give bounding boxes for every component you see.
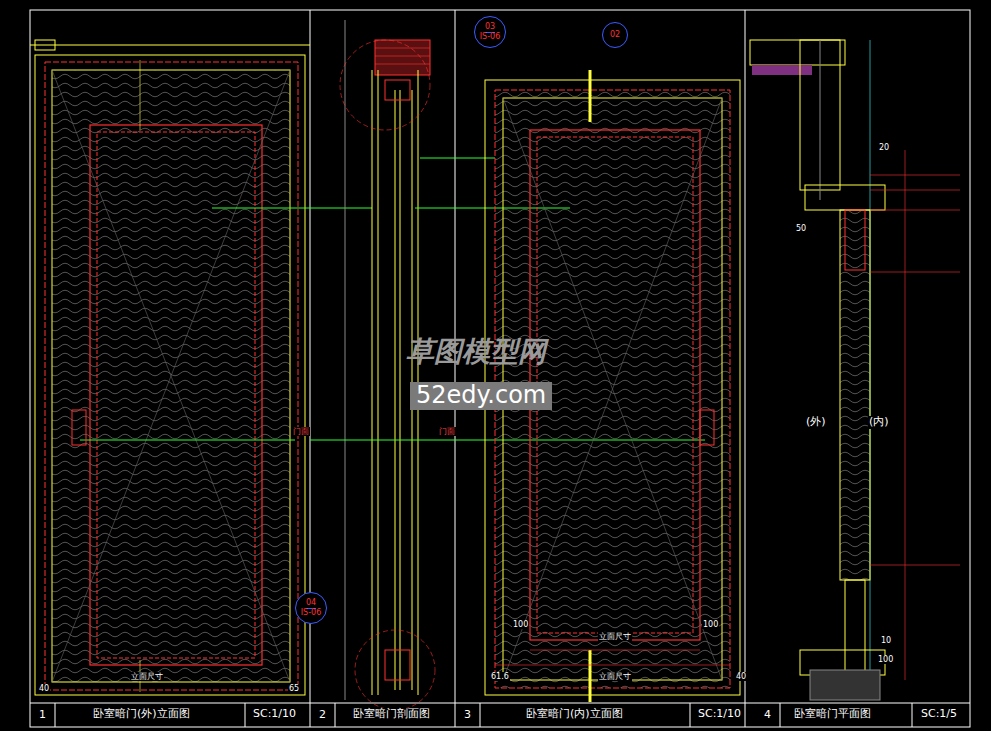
annotation: 10 <box>880 636 892 645</box>
annotation: 50 <box>795 224 807 233</box>
title-text: 卧室暗门平面图 <box>793 708 872 721</box>
annotation: 门面 <box>292 427 310 436</box>
callout-number: 04 <box>306 599 316 609</box>
annotation: 40 <box>38 684 50 693</box>
callout-number: IS-06 <box>301 609 322 618</box>
callout-number: 02 <box>610 31 620 40</box>
annotation: 立面尺寸 <box>598 632 632 641</box>
title-text: SC:1/10 <box>697 708 742 721</box>
annotation: 65 <box>288 684 300 693</box>
annotation: 100 <box>877 655 894 664</box>
title-text: SC:1/10 <box>252 708 297 721</box>
annotation: 100 <box>702 620 719 629</box>
title-text: 4 <box>763 709 772 722</box>
annotation: 61.6 <box>490 672 510 681</box>
annotation: 40 <box>735 672 747 681</box>
annotation: 20 <box>878 143 890 152</box>
title-text: 3 <box>463 709 472 722</box>
callout-circle: 02 <box>602 22 628 48</box>
title-text: 2 <box>318 709 327 722</box>
annotation: 立面尺寸 <box>598 672 632 681</box>
annotation: (内) <box>868 416 890 429</box>
title-text: 卧室暗门(内)立面图 <box>525 708 624 721</box>
title-text: SC:1/5 <box>920 708 958 721</box>
callout-number: 03 <box>485 23 495 33</box>
title-text: 卧室暗门(外)立面图 <box>92 708 191 721</box>
title-text: 卧室暗门剖面图 <box>352 708 431 721</box>
annotation: 门面 <box>438 427 456 436</box>
title-text: 1 <box>38 709 47 722</box>
annotation: 立面尺寸 <box>130 672 164 681</box>
annotation: (外) <box>805 416 827 429</box>
watermark: 草图模型网 <box>405 336 547 368</box>
callout-circle: 03IS-06 <box>474 16 506 48</box>
callout-circle: 04IS-06 <box>295 592 327 624</box>
annotation: 100 <box>512 620 529 629</box>
callout-number: IS-06 <box>480 33 501 42</box>
watermark: 52edy.com <box>410 382 552 410</box>
